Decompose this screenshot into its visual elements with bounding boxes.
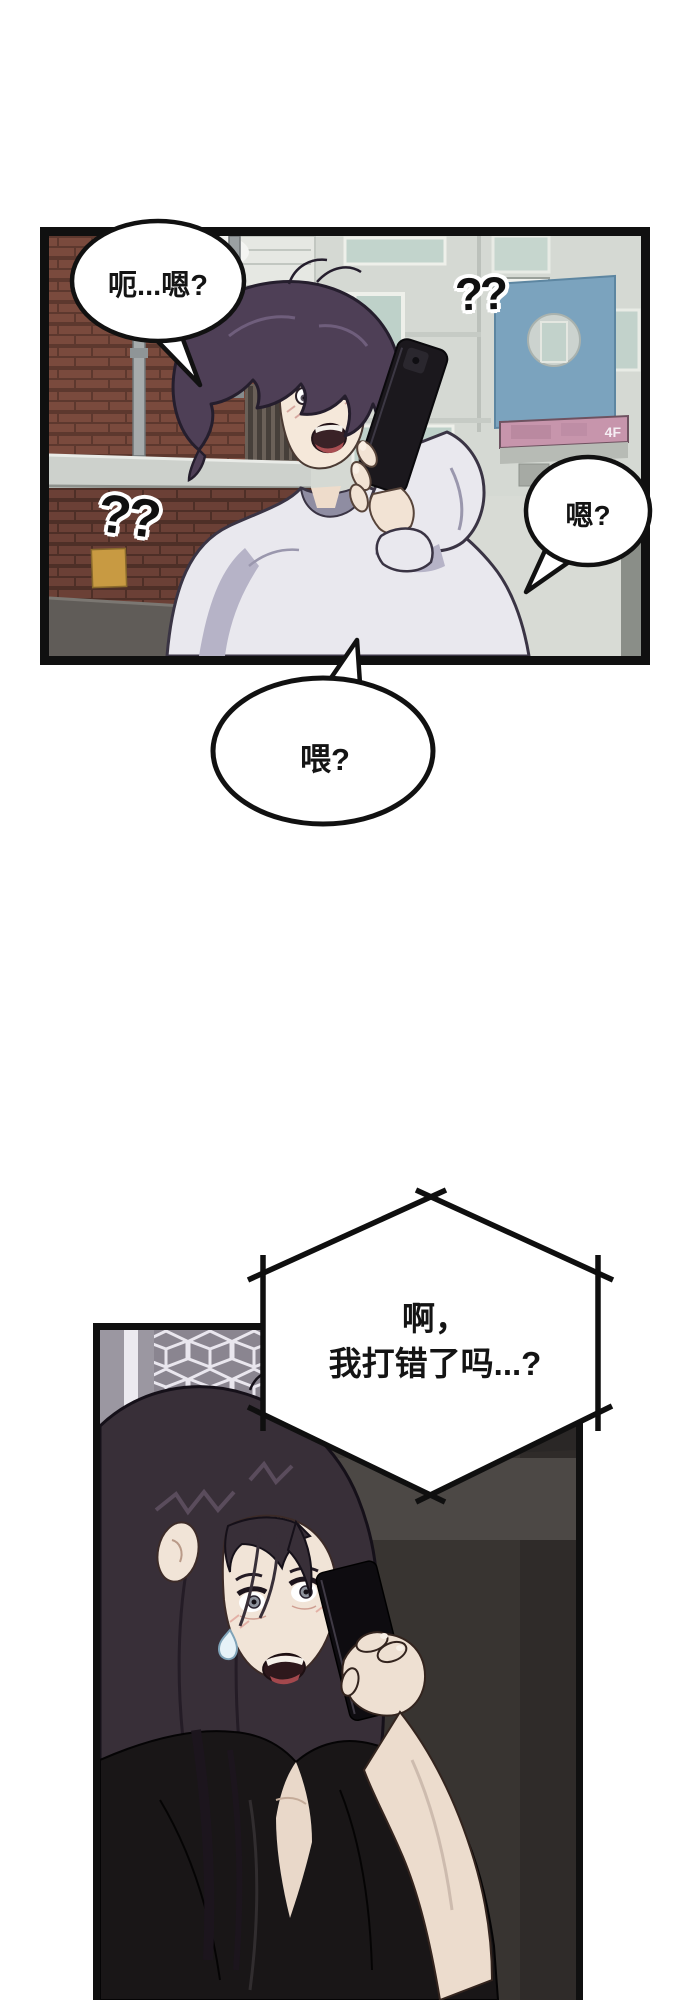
sfx-question-top-right: ?? [454,266,507,321]
yellow-sign [90,547,128,589]
balloon-uh-text: 呃...嗯? [108,270,208,302]
sfx-question-left: ?? [94,483,162,550]
female-character [100,1369,500,2000]
speech-balloon-hello [210,637,436,827]
phone [355,338,449,494]
hexagon-balloon-text: 啊， 我打错了吗...? [255,1296,615,1386]
panel-1: 4F [40,227,650,665]
blue-board [494,274,616,430]
speech-balloon-hm [523,454,653,595]
hexagon-balloon-line2: 我打错了吗...? [328,1345,542,1382]
male-character [165,258,531,656]
panel-1-art: 4F [49,236,641,656]
sign-4f-text: 4F [605,424,622,440]
balloon-hm-text: 嗯? [565,500,611,531]
thought-hexagon-balloon [246,1187,615,1505]
hexagon-balloon-line1: 啊， [402,1300,468,1337]
balloon-hello-text: 喂? [300,742,350,777]
speech-balloon-uh [69,218,247,388]
